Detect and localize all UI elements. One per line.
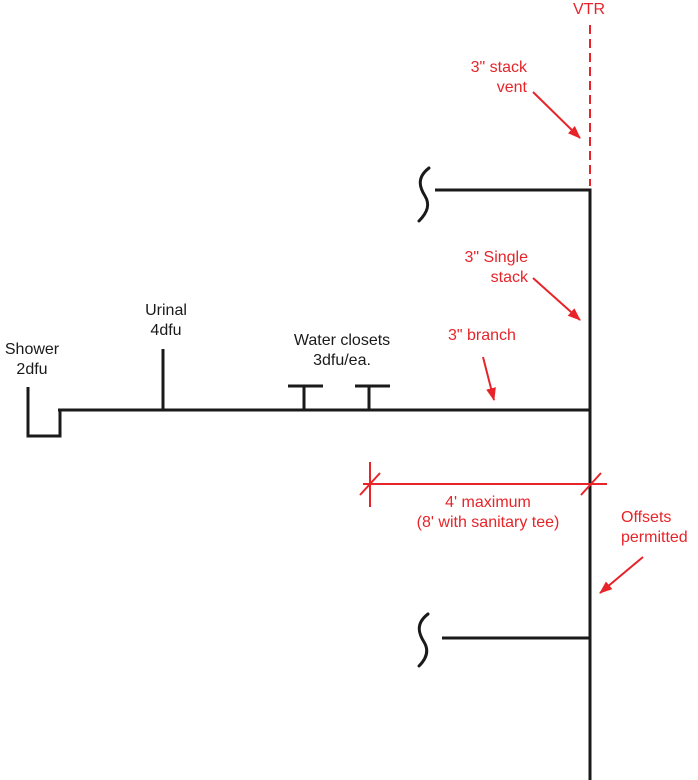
shower-label: Shower 2dfu (5, 340, 59, 380)
water-closets-label-line2: 3dfu/ea. (313, 352, 371, 369)
dimension-tick-left (359, 472, 381, 496)
stack-vent-label-line2: vent (496, 79, 527, 96)
water-closets-label: Water closets 3dfu/ea. (294, 331, 390, 371)
single-stack-label: 3" Single stack (465, 248, 529, 288)
stack-vent-label-line1: 3" stack (470, 59, 527, 76)
urinal-label: Urinal 4dfu (145, 301, 187, 341)
branch-arrow (482, 356, 496, 401)
pipe-break-squiggle-top (417, 166, 431, 223)
urinal-label-line2: 4dfu (150, 322, 182, 339)
branch-label: 3" branch (448, 327, 516, 344)
offsets-arrow (599, 556, 644, 594)
offsets-label-line2: permitted (621, 529, 688, 546)
vtr-label: VTR (573, 1, 605, 18)
offsets-label-line1: Offsets (621, 509, 672, 526)
dimension-label-line1: 4' maximum (445, 494, 531, 511)
single-stack-arrow (532, 277, 581, 321)
dimension-label-line2: (8' with sanitary tee) (416, 514, 560, 531)
urinal-label-line1: Urinal (145, 302, 187, 319)
offsets-label: Offsets permitted (621, 508, 688, 548)
pipe-break-squiggle-bottom (417, 612, 430, 668)
single-stack-label-line2: stack (490, 269, 528, 286)
stack-vent-arrow (532, 91, 581, 139)
water-closets-label-line1: Water closets (293, 332, 391, 349)
shower-label-line1: Shower (4, 341, 60, 358)
stack-vent-label: 3" stack vent (471, 58, 527, 98)
dimension-label: 4' maximum (8' with sanitary tee) (417, 493, 560, 533)
shower-label-line2: 2dfu (16, 361, 48, 378)
single-stack-label-line1: 3" Single (464, 249, 529, 266)
dimension-tick-right (580, 472, 602, 496)
